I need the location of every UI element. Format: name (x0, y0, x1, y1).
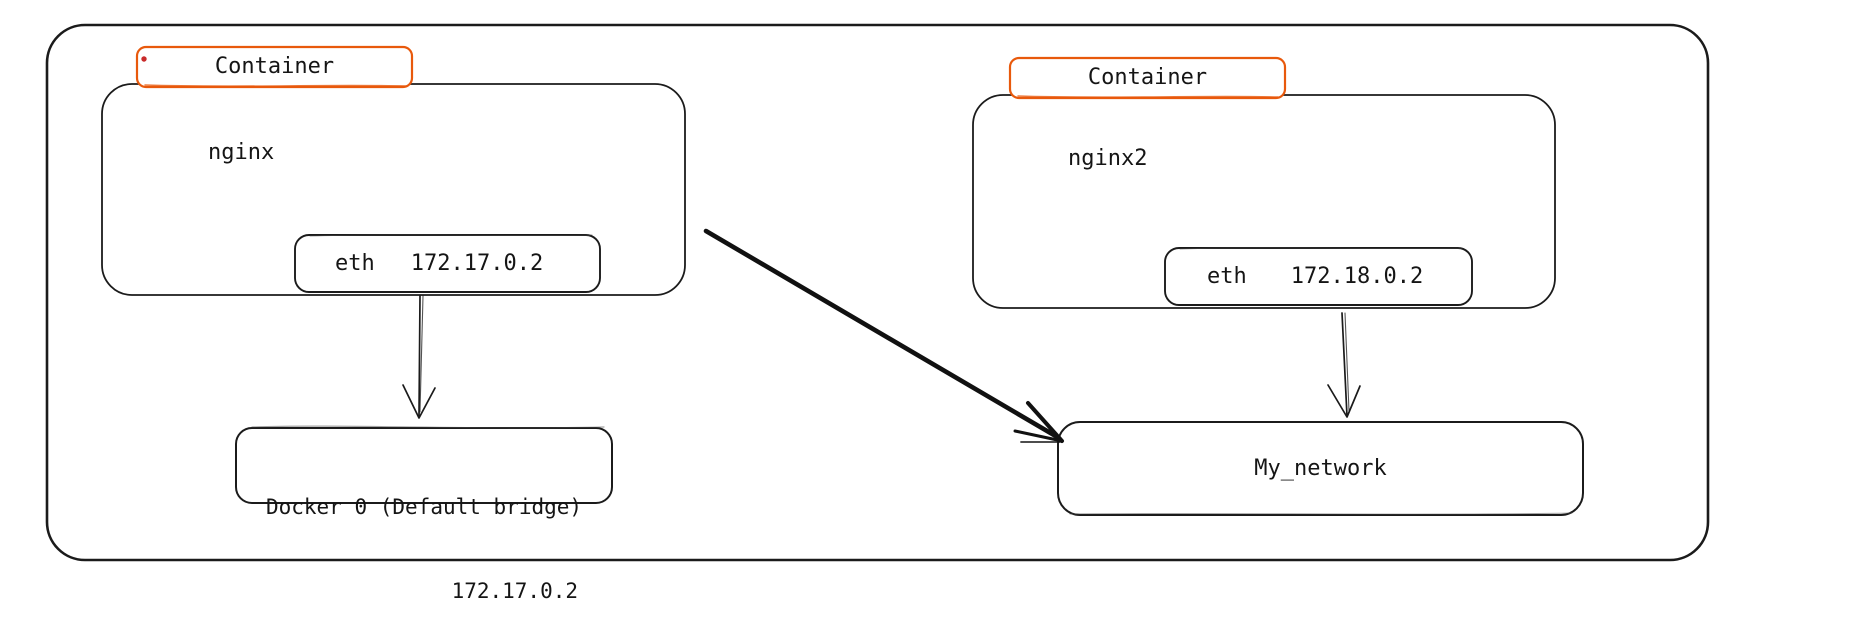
network-ip: 172.17.0.2 (451, 579, 578, 603)
interface-ip: 172.17.0.2 (410, 251, 544, 276)
container-label-badge-2 (1008, 56, 1287, 100)
sketch-stroke (251, 425, 605, 429)
my-network-label: My_network (1254, 456, 1387, 481)
sketch-stroke (1017, 95, 1279, 98)
docker0-network-label: Docker 0 (Default bridge) 172.17.0.2 (236, 428, 612, 603)
sketch-stroke (144, 84, 407, 87)
network-name: Docker 0 (Default bridge) (265, 495, 583, 519)
interface-name: eth (335, 251, 375, 276)
sketch-stroke (1069, 512, 1573, 515)
my-network-box (1057, 421, 1584, 516)
container-label-2: Container (1087, 65, 1208, 90)
container-label-badge-1 (135, 45, 414, 89)
docker0-network-box (235, 427, 613, 504)
sketch-stroke (309, 234, 593, 237)
arrow-eth-to-docker0 (402, 295, 436, 419)
arrow-eth2-to-mynetwork (1327, 312, 1361, 418)
container-name-nginx: nginx (208, 140, 275, 165)
eth-row-nginx2: eth 172.18.0.2 (1165, 248, 1472, 305)
host-boundary-box (45, 23, 1710, 562)
interface-ip: 172.18.0.2 (1290, 264, 1424, 289)
eth-row-nginx: eth 172.17.0.2 (295, 235, 600, 292)
interface-name: eth (1207, 264, 1247, 289)
sketch-stroke (1179, 247, 1463, 250)
red-dot-marker (141, 56, 147, 62)
container-name-nginx2: nginx2 (1068, 146, 1148, 171)
arrow-nginx-to-mynetwork (703, 228, 1064, 443)
container-label-1: Container (214, 54, 335, 79)
